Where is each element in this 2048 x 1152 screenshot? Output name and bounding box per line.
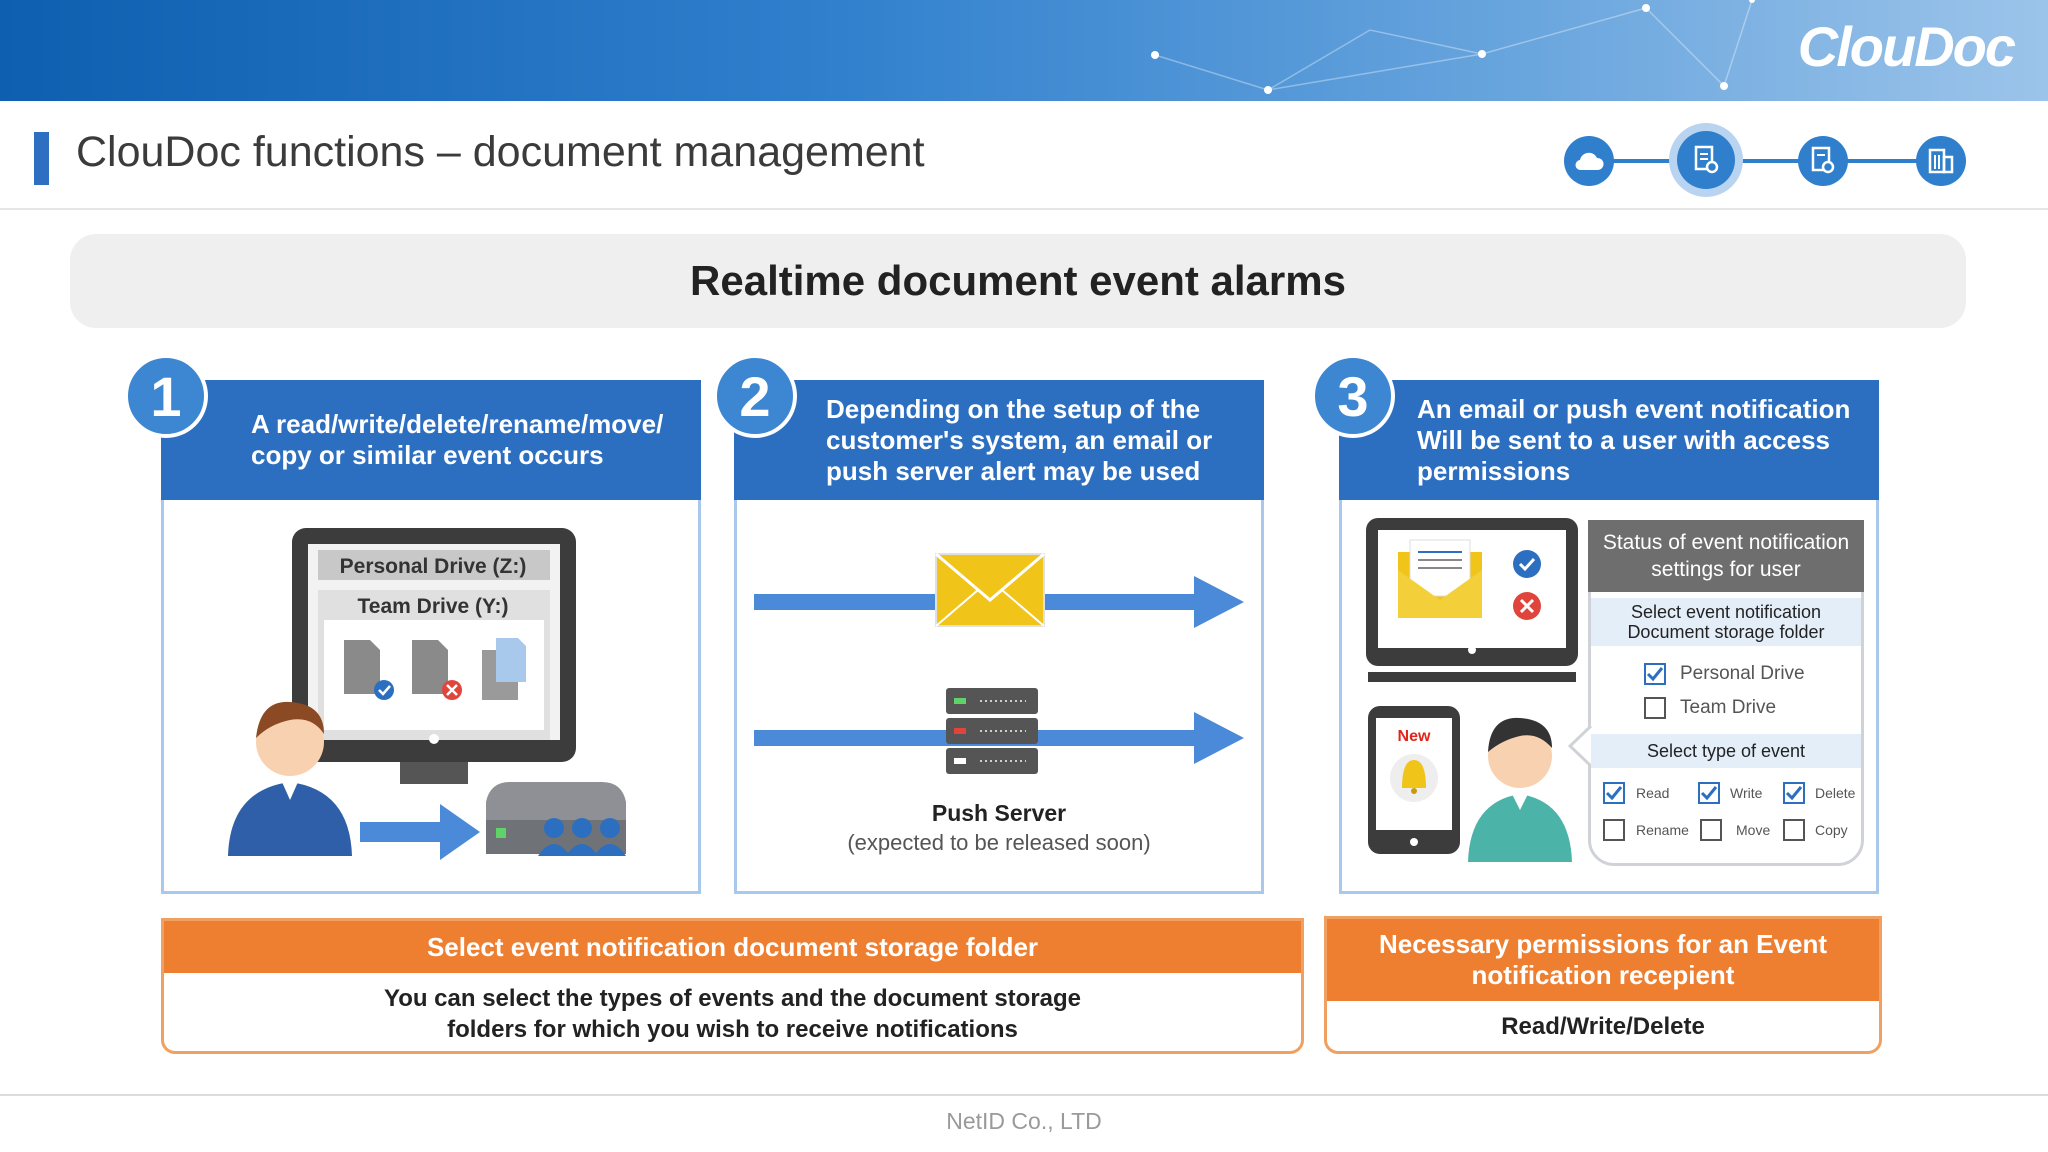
step-1-header: A read/write/delete/rename/move/ copy or… xyxy=(161,380,701,500)
personal-drive-option: Personal Drive xyxy=(1680,663,1805,684)
step-3-header: An email or push event notification Will… xyxy=(1339,380,1879,500)
storage-folder-info-box: Select event notification document stora… xyxy=(161,918,1304,1054)
building-icon[interactable] xyxy=(1916,136,1966,186)
footer-divider xyxy=(0,1094,2048,1096)
team-drive-label: Team Drive (Y:) xyxy=(357,595,509,618)
push-server-note: (expected to be released soon) xyxy=(847,830,1151,855)
header-band: ClouDoc xyxy=(0,0,2048,101)
team-storage-icon xyxy=(486,782,626,856)
document-settings-icon[interactable] xyxy=(1677,131,1735,189)
document-icon xyxy=(482,638,526,700)
check-icon xyxy=(1513,550,1541,578)
computer-event-illustration xyxy=(228,528,626,860)
step-3-text: An email or push event notification Will… xyxy=(1417,393,1851,486)
cloud-icon[interactable] xyxy=(1564,136,1614,186)
delete-checkbox[interactable] xyxy=(1783,782,1805,804)
read-checkbox[interactable] xyxy=(1603,782,1625,804)
settings-title: Status of event notification settings fo… xyxy=(1588,520,1864,592)
document-icon xyxy=(412,640,462,700)
personal-drive-label: Personal Drive (Z:) xyxy=(339,555,527,578)
user-person-icon xyxy=(228,701,352,856)
move-option: Move xyxy=(1736,822,1771,838)
user-person-icon xyxy=(1468,717,1572,862)
step-3-number: 3 xyxy=(1311,354,1395,438)
rename-checkbox[interactable] xyxy=(1603,819,1625,841)
email-envelope-icon xyxy=(1398,539,1482,618)
event-section-header: Select type of event xyxy=(1591,734,1861,768)
step-1-number: 1 xyxy=(124,354,208,438)
arrow-icon xyxy=(1194,712,1244,764)
permissions-info-box: Necessary permissions for an Event notif… xyxy=(1324,916,1882,1054)
document-search-icon[interactable] xyxy=(1798,136,1848,186)
constellation-decoration xyxy=(1151,0,1755,94)
storage-folder-info-body: You can select the types of events and t… xyxy=(383,985,1082,1043)
devices-illustration xyxy=(1366,518,1578,862)
read-option: Read xyxy=(1636,785,1670,801)
move-checkbox[interactable] xyxy=(1700,819,1722,841)
copy-checkbox[interactable] xyxy=(1783,819,1805,841)
footer-company: NetID Co., LTD xyxy=(946,1108,1102,1134)
arrow-icon xyxy=(1194,576,1244,628)
nav-progress-line xyxy=(1588,159,1942,163)
permissions-info-body: Read/Write/Delete xyxy=(1501,1013,1705,1040)
storage-folder-info-title: Select event notification document stora… xyxy=(164,921,1301,973)
server-rack-icon xyxy=(946,688,1038,774)
write-checkbox[interactable] xyxy=(1698,782,1720,804)
personal-drive-checkbox[interactable] xyxy=(1644,663,1666,685)
document-icon xyxy=(344,640,394,700)
push-server-label: Push Server xyxy=(931,800,1067,826)
step-1-text: A read/write/delete/rename/move/ copy or… xyxy=(251,409,664,470)
delete-option: Delete xyxy=(1815,785,1856,801)
notification-channels-illustration xyxy=(754,552,1244,774)
team-drive-option: Team Drive xyxy=(1680,697,1777,718)
title-accent-bar xyxy=(34,132,49,185)
copy-option: Copy xyxy=(1815,822,1848,838)
email-envelope-icon xyxy=(935,552,1045,627)
page-title: ClouDoc functions – document management xyxy=(76,128,925,176)
new-badge: New xyxy=(1397,728,1431,745)
step-2-text: Depending on the setup of the customer's… xyxy=(826,393,1213,486)
folder-section-header: Select event notification Document stora… xyxy=(1591,598,1861,646)
arrow-icon xyxy=(360,804,480,860)
step-2-number: 2 xyxy=(713,354,797,438)
rename-option: Rename xyxy=(1636,822,1689,838)
header-divider xyxy=(0,208,2048,210)
section-banner: Realtime document event alarms xyxy=(70,234,1966,328)
write-option: Write xyxy=(1730,785,1763,801)
cloudoc-logo: ClouDoc xyxy=(1797,15,2016,78)
permissions-info-title: Necessary permissions for an Event notif… xyxy=(1327,919,1879,1001)
step-2-header: Depending on the setup of the customer's… xyxy=(734,380,1264,500)
team-drive-checkbox[interactable] xyxy=(1644,697,1666,719)
